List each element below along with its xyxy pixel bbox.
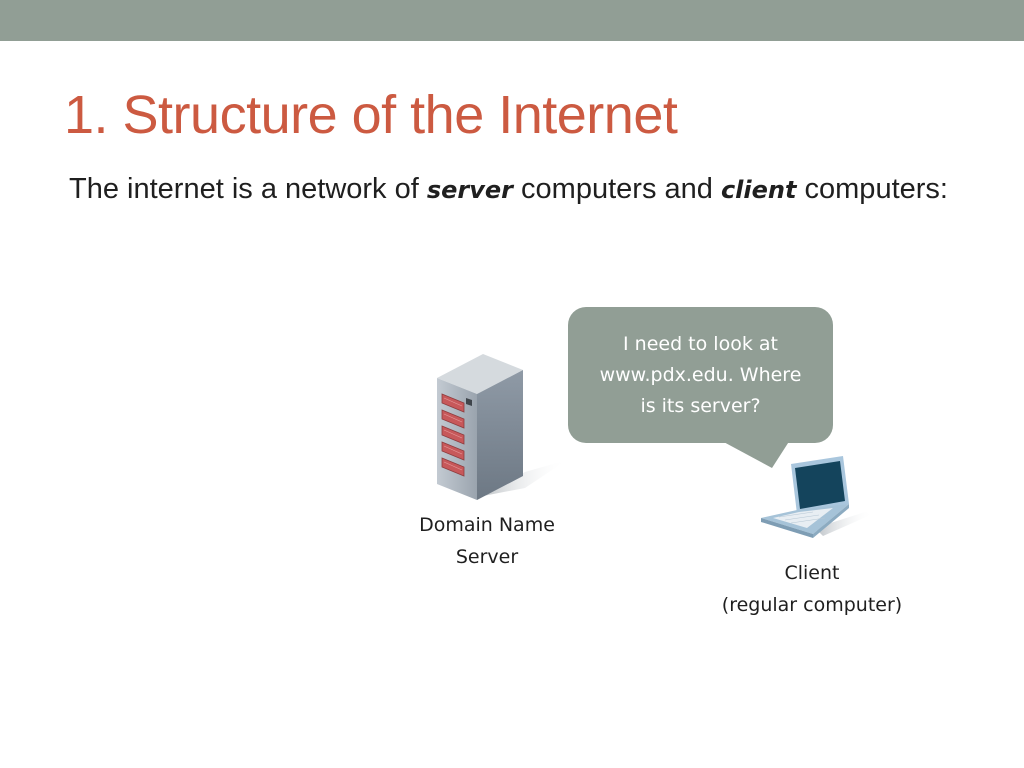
speech-bubble-text: I need to look at www.pdx.edu. Where is … [578,329,823,422]
server-emphasis: server [426,176,513,204]
server-caption: Domain Name Server [392,509,582,573]
slide-title: 1. Structure of the Internet [64,85,678,145]
speech-bubble [568,307,833,443]
speech-bubble-tail [720,440,790,468]
server-tower-icon [437,354,567,500]
server-caption-line-2: Server [455,546,519,568]
client-caption-line-2: (regular computer) [721,594,903,616]
client-caption: Client (regular computer) [692,557,932,621]
laptop-icon [761,456,873,538]
body-text-part-1: The internet is a network of [69,173,427,205]
client-emphasis: client [720,176,797,204]
speech-bubble-line-1: I need to look at [623,333,778,355]
top-accent-bar [0,0,1024,41]
server-caption-line-1: Domain Name [419,514,555,536]
body-text-part-3: computers: [796,173,948,205]
body-text-part-2: computers and [513,173,721,205]
slide-body-text: The internet is a network of server comp… [69,170,949,209]
client-caption-line-1: Client [784,562,840,584]
speech-bubble-line-2: www.pdx.edu. Where [599,364,802,386]
speech-bubble-line-3: is its server? [640,395,761,417]
